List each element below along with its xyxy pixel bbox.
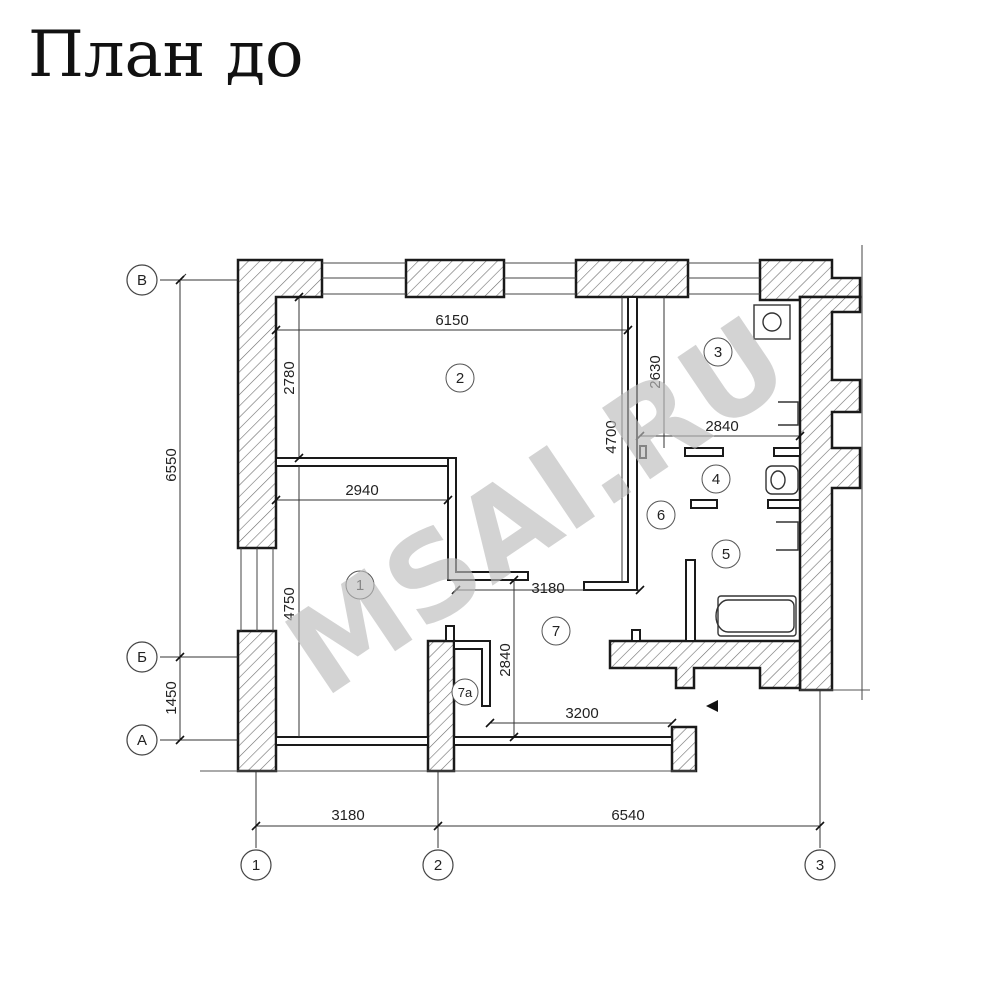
partition-wc-top-right xyxy=(773,447,801,457)
dimension-3180-bottom: 3180 xyxy=(331,807,364,824)
room-circle-7a xyxy=(451,678,479,706)
wall-left-top xyxy=(236,258,324,550)
partition-bottom-right xyxy=(453,736,673,746)
wall-right-top xyxy=(758,258,862,302)
dimension-lines xyxy=(160,273,821,848)
partition-room1-right xyxy=(447,457,529,581)
partition-wc-bottom xyxy=(690,499,718,509)
axis-label-col-3: 3 xyxy=(816,857,824,874)
room-label-6: 6 xyxy=(657,507,665,524)
wall-bottom-pier-middle xyxy=(426,639,456,773)
room-label-1: 1 xyxy=(356,577,364,594)
wall-top-pier-1 xyxy=(404,258,506,299)
window-top-1 xyxy=(322,262,406,295)
dimension-4750: 4750 xyxy=(281,587,298,620)
dimension-4700: 4700 xyxy=(603,420,620,453)
room-circle-1 xyxy=(345,570,375,600)
window-top-3 xyxy=(688,262,760,295)
room-labels: 1 2 3 4 5 6 7 7а xyxy=(356,344,730,700)
room-circle-6 xyxy=(646,500,676,530)
room-circle-7 xyxy=(541,616,571,646)
axis-labels: В Б А 1 2 3 xyxy=(137,272,824,874)
wall-wet-zone-bottom xyxy=(608,639,802,690)
sink-small-room3 xyxy=(778,401,799,426)
wall-left-bottom xyxy=(236,629,278,773)
sink-room3 xyxy=(753,304,791,340)
dimension-3200: 3200 xyxy=(565,705,598,722)
room-circle-4 xyxy=(701,464,731,494)
dimension-6550: 6550 xyxy=(163,448,180,481)
dimension-2840-top: 2840 xyxy=(705,418,738,435)
partition-wc-top xyxy=(684,447,724,457)
wall-top-pier-2 xyxy=(574,258,690,299)
partition-bath-left xyxy=(685,559,696,642)
axis-label-row-b: Б xyxy=(137,649,147,666)
ground-lines xyxy=(200,689,870,772)
sink-room5 xyxy=(776,521,799,551)
partition-stub-room7 xyxy=(631,629,641,642)
partition-corridor-top xyxy=(639,445,647,459)
wall-bottom-pier-right xyxy=(670,725,698,773)
bathtub-room5 xyxy=(715,595,797,637)
axis-circle-col-3 xyxy=(804,849,836,881)
wall-right xyxy=(798,295,862,692)
window-left xyxy=(240,548,274,631)
axis-label-col-2: 2 xyxy=(434,857,442,874)
dimension-6150: 6150 xyxy=(435,312,468,329)
dimension-6540: 6540 xyxy=(611,807,644,824)
axis-circle-col-1 xyxy=(240,849,272,881)
room-label-3: 3 xyxy=(714,344,722,361)
room-label-7a: 7а xyxy=(458,685,473,700)
room-label-4: 4 xyxy=(712,471,720,488)
room-label-7: 7 xyxy=(552,623,560,640)
fixtures xyxy=(715,304,799,637)
room-label-2: 2 xyxy=(456,370,464,387)
axis-circle-row-v xyxy=(126,264,158,296)
plan-title: План до xyxy=(28,18,304,92)
axis-label-row-a: А xyxy=(137,732,147,749)
dimension-2940: 2940 xyxy=(345,482,378,499)
dimension-2630: 2630 xyxy=(647,355,664,388)
partition-storage-7a-stub xyxy=(445,625,455,642)
room-circle-3 xyxy=(703,337,733,367)
axis-label-col-1: 1 xyxy=(252,857,260,874)
axis-label-row-v: В xyxy=(137,272,147,289)
partition-wc-bottom-right xyxy=(767,499,801,509)
axis-circle-row-b xyxy=(126,641,158,673)
toilet-room4 xyxy=(765,465,799,495)
entrance-arrow xyxy=(706,700,718,712)
dimension-3180-inner: 3180 xyxy=(531,580,564,597)
partition-storage-7a xyxy=(453,640,491,707)
dimension-2840-vertical: 2840 xyxy=(497,643,514,676)
partition-room1-top xyxy=(275,457,457,467)
room-markers xyxy=(345,337,741,706)
dimension-1450: 1450 xyxy=(163,681,180,714)
axis-markers xyxy=(126,264,836,881)
room-circle-5 xyxy=(711,539,741,569)
dimension-ticks xyxy=(175,275,825,831)
room-label-5: 5 xyxy=(722,546,730,563)
windows xyxy=(240,245,863,700)
dimension-labels: 6150 2780 2630 4700 2840 2940 4750 3180 … xyxy=(163,312,739,824)
room-circle-2 xyxy=(445,363,475,393)
axis-circle-row-a xyxy=(126,724,158,756)
dimension-2780: 2780 xyxy=(281,361,298,394)
partition-bottom-left xyxy=(275,736,429,746)
axis-circle-col-2 xyxy=(422,849,454,881)
window-top-2 xyxy=(504,262,576,295)
